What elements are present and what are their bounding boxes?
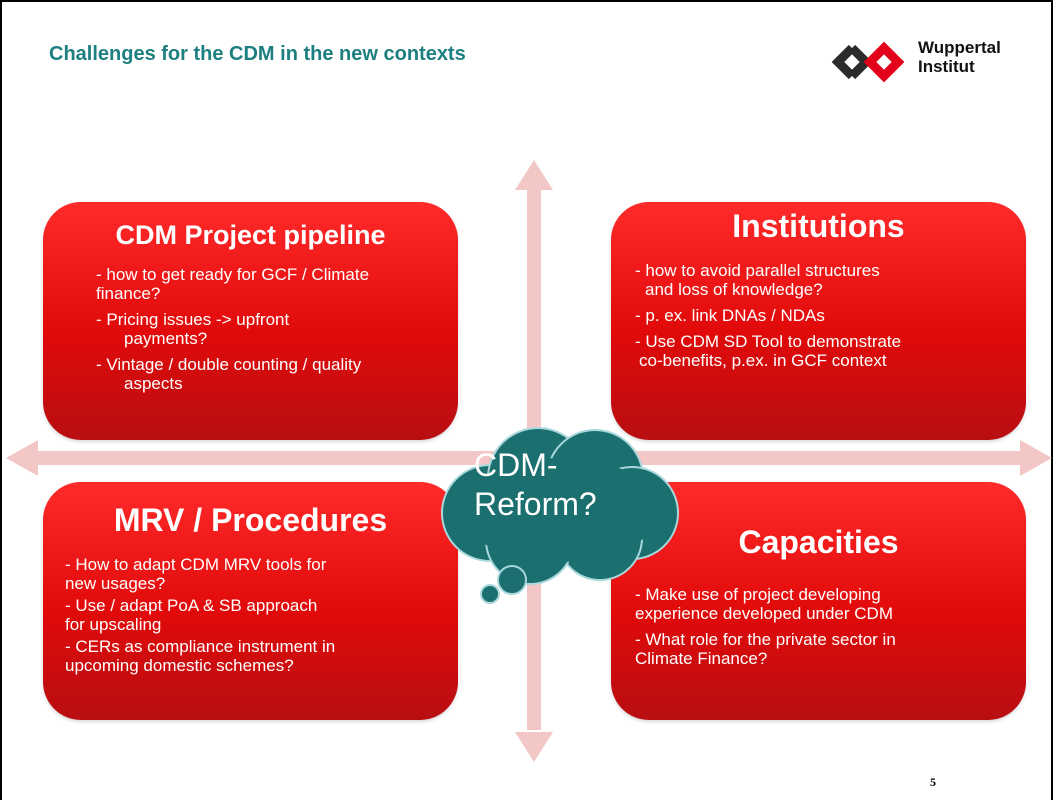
card-title: Capacities — [738, 524, 899, 560]
list-item: - Use / adapt PoA & SB approach for upsc… — [65, 596, 438, 634]
arrow-down-icon — [515, 732, 553, 762]
logo-wordmark: Wuppertal Institut — [918, 38, 1001, 76]
item-line: aspects — [124, 374, 183, 393]
item-line: - Use / adapt PoA & SB approach — [65, 596, 318, 615]
cloud-line-1: CDM- — [474, 447, 558, 483]
list-item: - how to avoid parallel structures and l… — [635, 261, 1006, 299]
wuppertal-logo-icon — [831, 41, 905, 83]
list-item: - What role for the private sector in Cl… — [635, 630, 1006, 668]
card-capacities: Capacities - Make use of project develop… — [611, 482, 1026, 720]
card-bullet-list: - Make use of project developing experie… — [611, 561, 1026, 668]
list-item: - Pricing issues -> upfront payments? — [96, 310, 438, 348]
page-number: 5 — [930, 775, 936, 789]
arrow-left-icon — [6, 440, 38, 476]
item-line: - how to get ready for GCF / Climate — [96, 265, 370, 284]
slide-title: Challenges for the CDM in the new contex… — [49, 43, 466, 65]
item-line: - What role for the private sector in — [635, 630, 896, 649]
cloud-label: CDM- Reform? — [474, 446, 624, 524]
card-mrv-procedures: MRV / Procedures - How to adapt CDM MRV … — [43, 482, 458, 720]
item-line: Climate Finance? — [635, 649, 768, 668]
list-item: - how to get ready for GCF / Climate fin… — [96, 265, 438, 303]
item-line: - Vintage / double counting / quality — [96, 355, 362, 374]
card-bullet-list: - how to avoid parallel structures and l… — [611, 245, 1026, 370]
item-line: experience developed under CDM — [635, 604, 893, 623]
arrow-up-icon — [515, 160, 553, 190]
item-line: payments? — [124, 329, 208, 348]
card-title: CDM Project pipeline — [115, 220, 386, 250]
list-item: - Make use of project developing experie… — [635, 585, 1006, 623]
item-line: co-benefits, p.ex. in GCF context — [639, 351, 887, 370]
list-item: - How to adapt CDM MRV tools for new usa… — [65, 555, 438, 593]
logo-line-1: Wuppertal — [918, 38, 1001, 57]
item-line: - Use CDM SD Tool to demonstrate — [635, 332, 902, 351]
item-line: for upscaling — [65, 615, 162, 634]
card-title: Institutions — [732, 208, 905, 244]
cloud-line-2: Reform? — [474, 486, 597, 522]
wuppertal-logo: Wuppertal Institut — [830, 38, 1010, 88]
item-line: new usages? — [65, 574, 166, 593]
card-cdm-project-pipeline: CDM Project pipeline - how to get ready … — [43, 202, 458, 440]
card-title: MRV / Procedures — [113, 502, 388, 538]
list-item: - Use CDM SD Tool to demonstrate co-bene… — [635, 332, 1006, 370]
item-line: - How to adapt CDM MRV tools for — [65, 555, 327, 574]
arrow-right-icon — [1020, 440, 1052, 476]
logo-line-2: Institut — [918, 57, 975, 76]
item-line: finance? — [96, 284, 161, 303]
card-institutions: Institutions - how to avoid parallel str… — [611, 202, 1026, 440]
card-bullet-list: - how to get ready for GCF / Climate fin… — [43, 251, 458, 393]
item-line: and loss of knowledge? — [645, 280, 823, 299]
list-item: - p. ex. link DNAs / NDAs — [635, 306, 1006, 325]
item-line: - Make use of project developing — [635, 585, 881, 604]
item-line: - p. ex. link DNAs / NDAs — [635, 306, 825, 325]
card-bullet-list: - How to adapt CDM MRV tools for new usa… — [43, 539, 458, 675]
list-item: - Vintage / double counting / quality as… — [96, 355, 438, 393]
item-line: - CERs as compliance instrument in — [65, 637, 336, 656]
item-line: - how to avoid parallel structures — [635, 261, 880, 280]
thought-cloud-icon — [441, 427, 679, 604]
item-line: upcoming domestic schemes? — [65, 656, 294, 675]
item-line: - Pricing issues -> upfront — [96, 310, 290, 329]
list-item: - CERs as compliance instrument in upcom… — [65, 637, 438, 675]
